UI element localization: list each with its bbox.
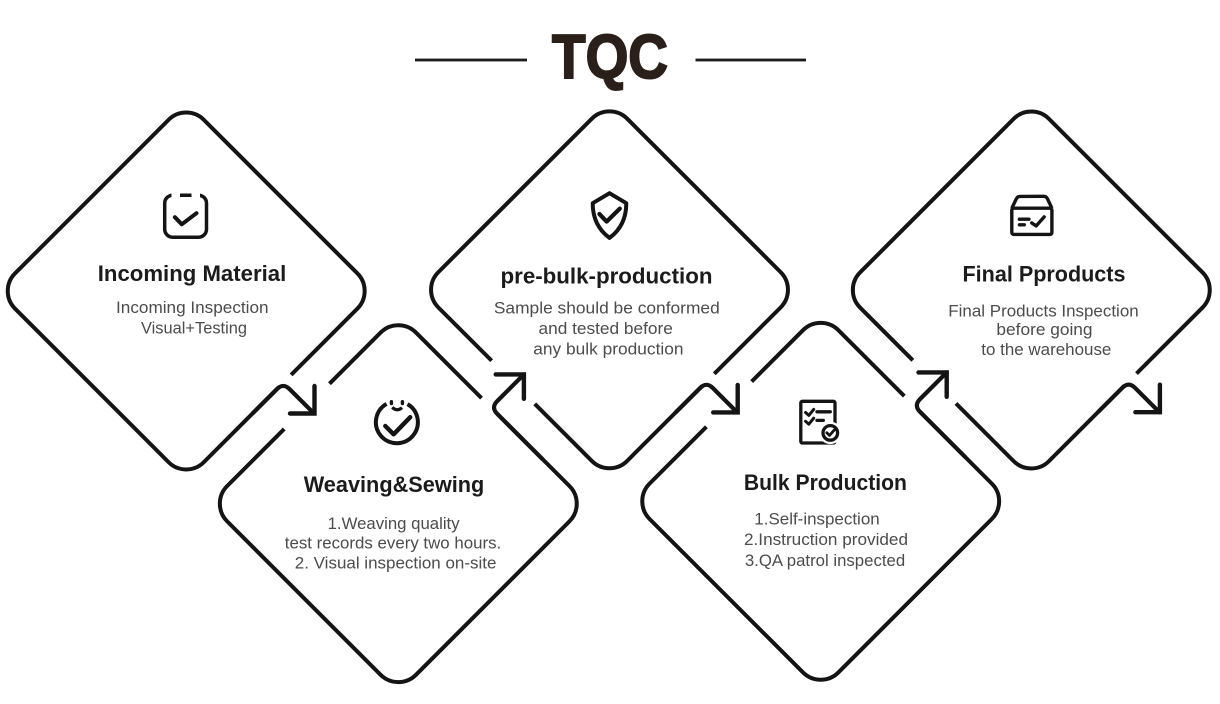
svg-text:before going: before going xyxy=(996,320,1092,339)
svg-text:to the warehouse: to the warehouse xyxy=(981,340,1111,359)
svg-text:1.Self-inspection: 1.Self-inspection xyxy=(754,509,879,528)
svg-text:Sample should be conformed: Sample should be conformed xyxy=(494,299,720,318)
svg-text:Incoming Inspection: Incoming Inspection xyxy=(116,298,269,317)
svg-text:1.Weaving quality: 1.Weaving quality xyxy=(328,514,460,533)
svg-text:Final Pproducts: Final Pproducts xyxy=(963,262,1126,287)
svg-text:Visual+Testing: Visual+Testing xyxy=(141,318,247,337)
svg-text:and tested before: and tested before xyxy=(539,319,673,338)
svg-text:TQC: TQC xyxy=(552,23,668,92)
svg-text:Bulk Production: Bulk Production xyxy=(744,470,907,495)
svg-text:test records every two hours.: test records every two hours. xyxy=(285,534,501,553)
svg-text:any bulk production: any bulk production xyxy=(533,340,683,359)
svg-text:pre-bulk-production: pre-bulk-production xyxy=(501,264,713,289)
svg-text:2. Visual inspection on-site: 2. Visual inspection on-site xyxy=(295,553,497,572)
svg-text:Final Products Inspection: Final Products Inspection xyxy=(948,301,1138,320)
svg-text:2.Instruction provided: 2.Instruction provided xyxy=(744,530,908,549)
svg-text:3.QA patrol inspected: 3.QA patrol inspected xyxy=(745,551,905,570)
svg-text:Weaving&Sewing: Weaving&Sewing xyxy=(304,472,485,497)
svg-text:Incoming Material: Incoming Material xyxy=(98,261,287,286)
